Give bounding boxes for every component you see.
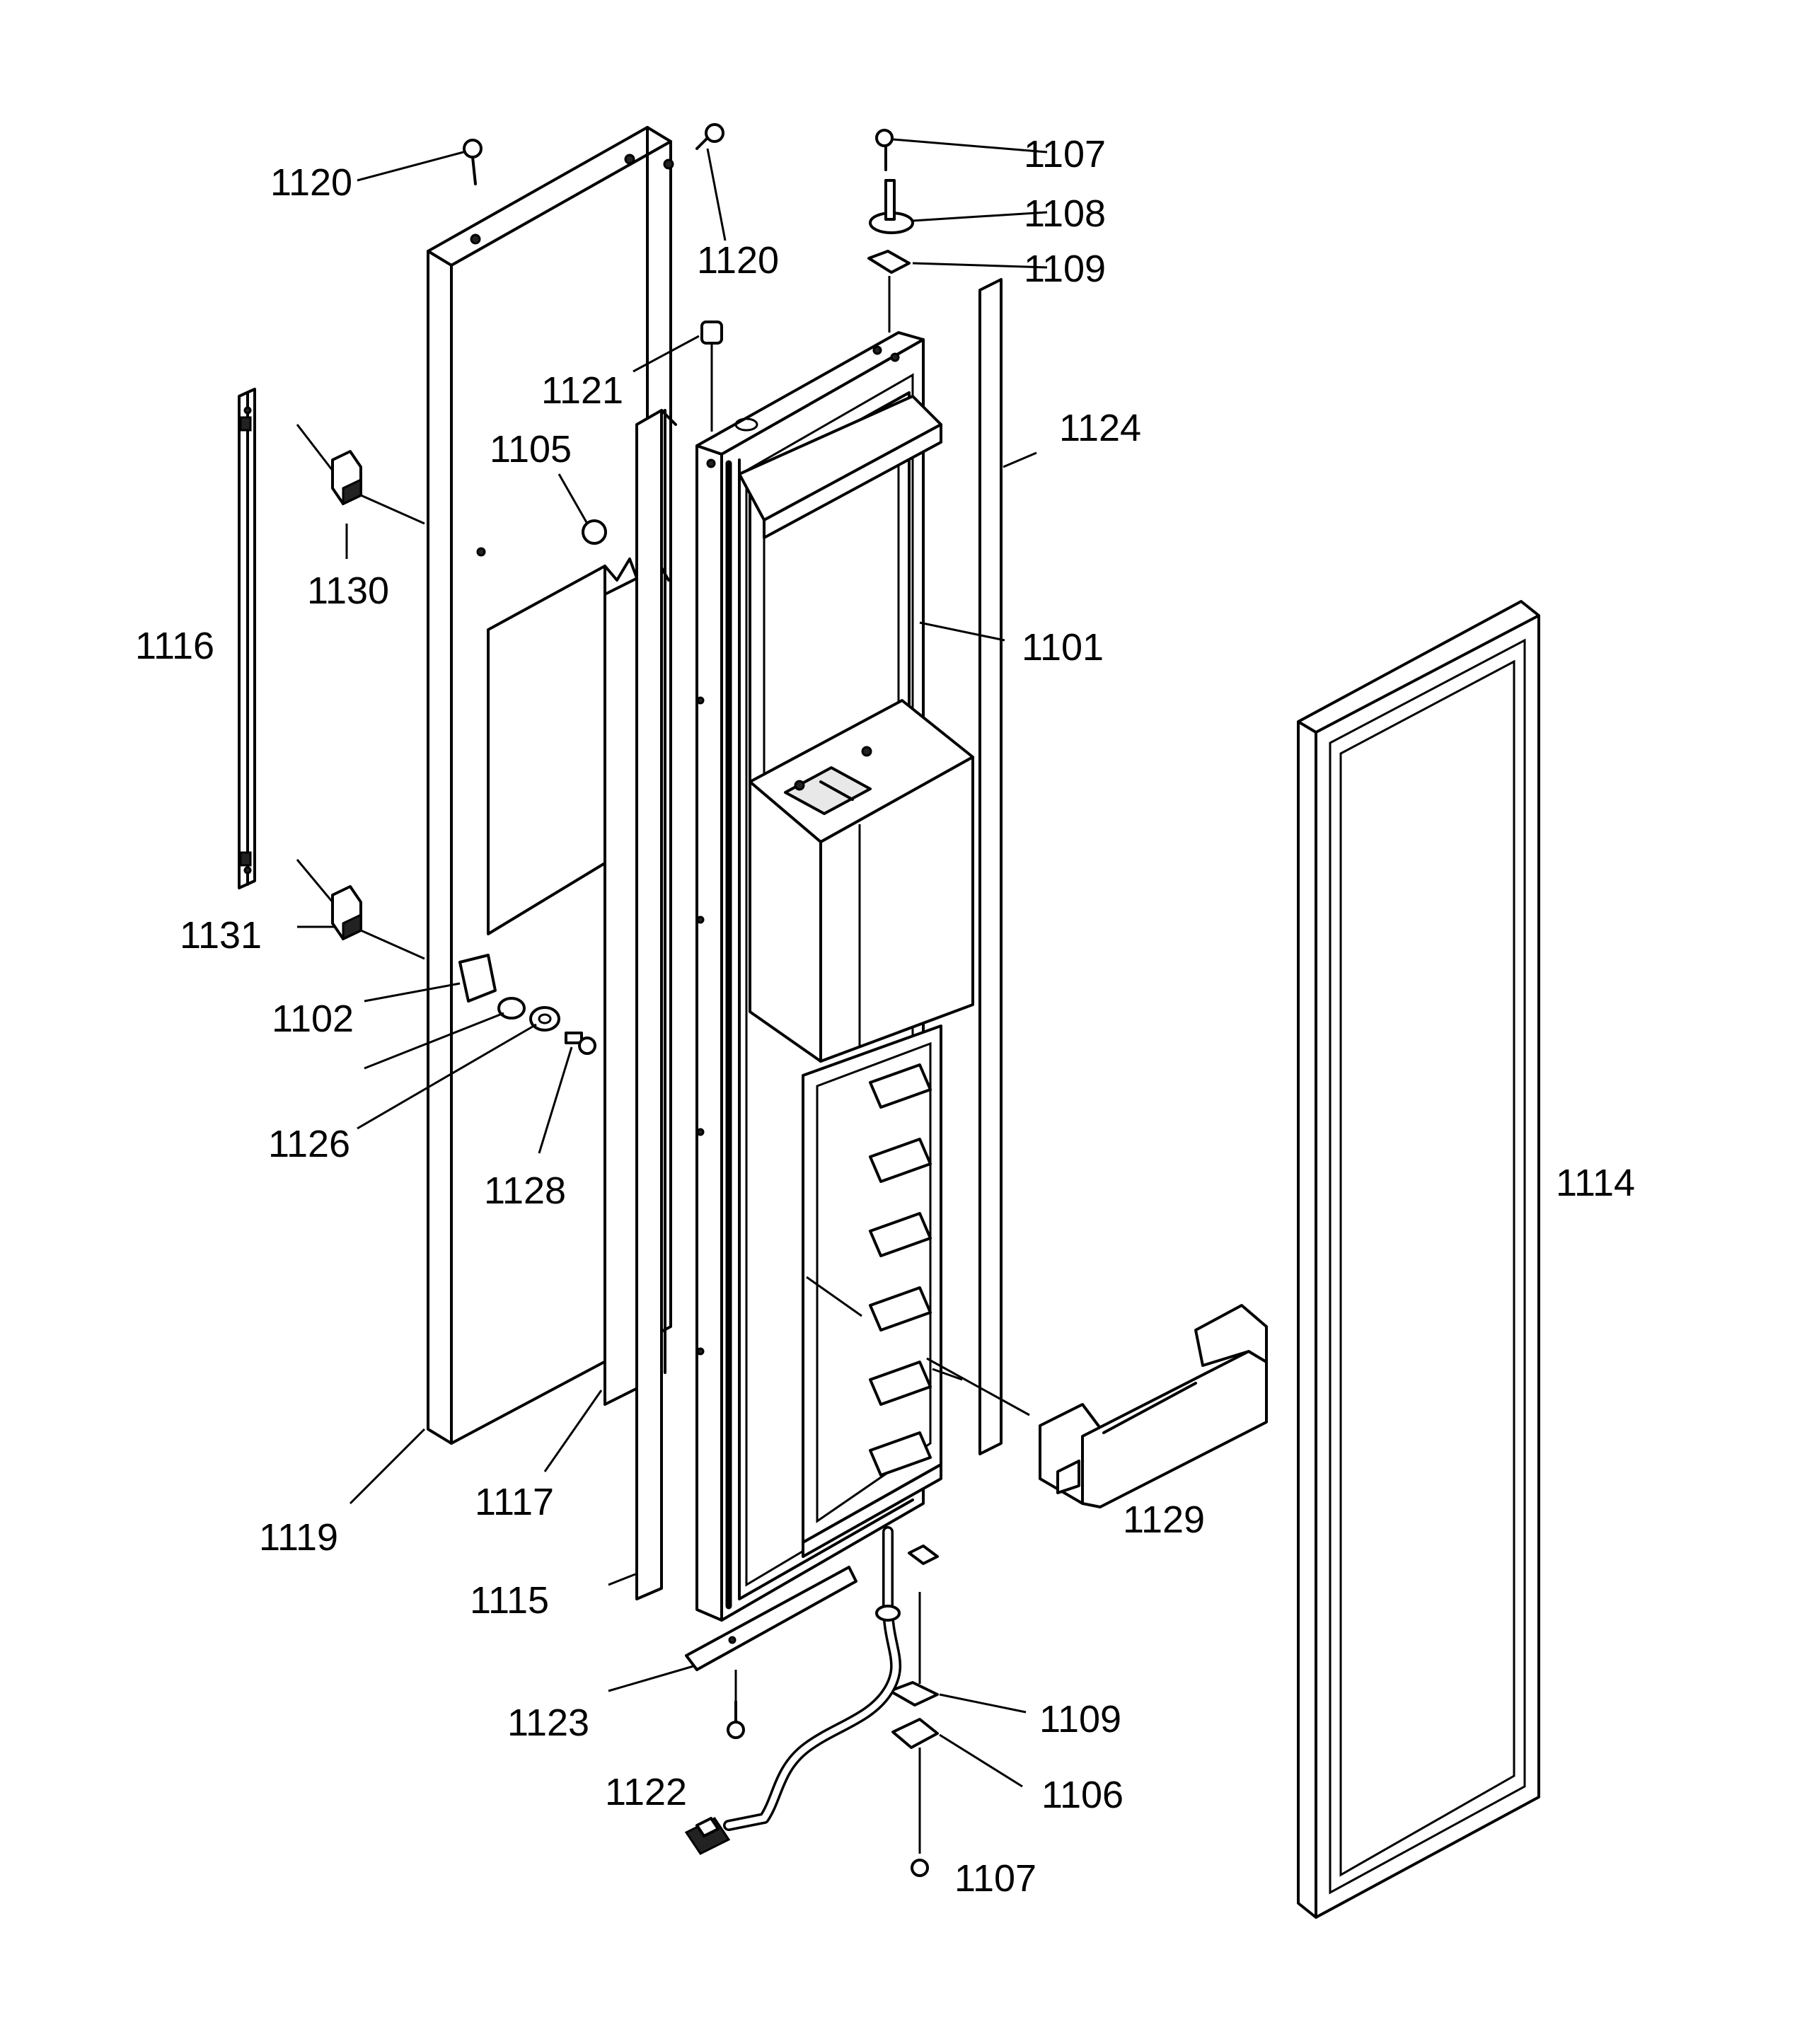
wire-harness <box>684 1526 902 1855</box>
hardware <box>458 123 939 1877</box>
handle-mount-upper <box>331 450 362 506</box>
label-1125: 1126 <box>267 1123 351 1165</box>
label-1106: 1106 <box>1041 1774 1124 1816</box>
label-1126: 1128 <box>483 1170 567 1212</box>
label-1105: 1105 <box>489 428 572 470</box>
door-gasket <box>1297 600 1540 1919</box>
label-1128: 1129 <box>1122 1499 1206 1541</box>
door-bin <box>1039 1304 1268 1508</box>
label-1101: 1101 <box>1021 626 1104 669</box>
side-trim-strip <box>635 409 677 1600</box>
handle-bar <box>238 388 256 889</box>
label-1124: 1124 <box>1058 407 1142 449</box>
label-1120-right: 1120 <box>696 239 780 282</box>
right-trim-strip <box>978 278 1003 1455</box>
label-1122: 1122 <box>604 1771 688 1813</box>
label-1120-left: 1120 <box>270 161 353 204</box>
handle-mount-lower <box>331 885 362 941</box>
shelf-clips <box>869 1063 932 1477</box>
label-1117: 1117 <box>474 1481 555 1523</box>
label-1108: 1108 <box>1023 192 1107 235</box>
label-1109-top: 1109 <box>1023 248 1107 290</box>
label-1121: 1121 <box>541 369 624 412</box>
label-1107-bottom: 1107 <box>954 1857 1037 1900</box>
label-1116: 1116 <box>134 625 215 667</box>
label-1115: 1115 <box>469 1579 550 1622</box>
label-1130: 1131 <box>179 914 262 957</box>
leader-lines <box>296 138 1048 1788</box>
label-1119: 1119 <box>258 1516 339 1559</box>
label-1114: 1114 <box>1555 1162 1636 1204</box>
label-1107-top: 1107 <box>1023 133 1107 175</box>
inner-door-liner <box>695 331 974 1622</box>
label-1129: 1130 <box>306 570 390 612</box>
label-1109-bottom: 1109 <box>1039 1698 1122 1740</box>
label-1102: 1102 <box>271 998 354 1040</box>
label-1123: 1123 <box>507 1702 590 1744</box>
